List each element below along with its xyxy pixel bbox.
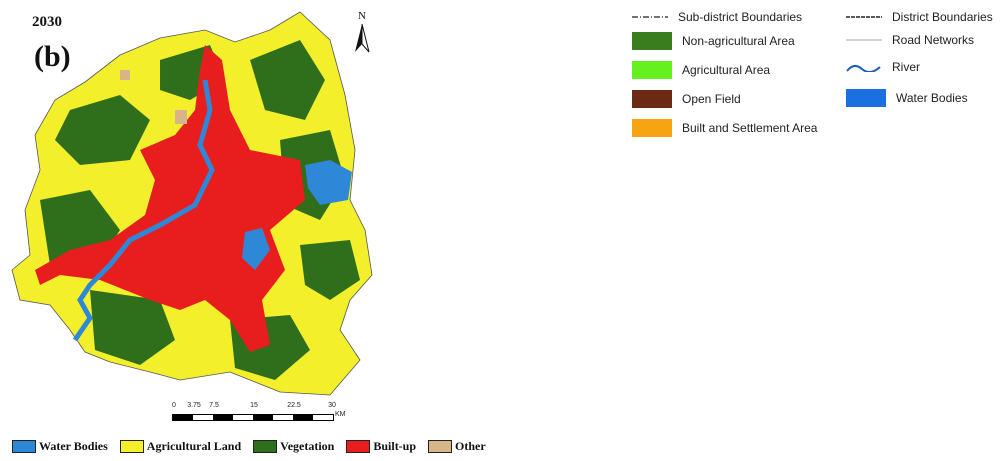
legend-swatch	[346, 440, 371, 453]
north-arrow: N	[350, 10, 374, 56]
legend-swatch	[632, 32, 672, 50]
legend-swatch	[253, 440, 278, 453]
legend-label: Vegetation	[280, 439, 335, 453]
legend-label: Agricultural Area	[682, 63, 771, 77]
legend-item-agricultural-land: Agricultural Land	[119, 439, 242, 454]
legend-label: Water Bodies	[896, 91, 968, 105]
scale-bar: 0 3.75 7.5 15 22.5 30 KM	[160, 402, 350, 424]
wave-line-icon	[846, 65, 881, 72]
land-use-map-panel: 2030 (b) N 0 3.75 7.5 15 22.5 30 KM	[11, 10, 374, 424]
legend-agricultural-area: Agricultural Area	[632, 61, 770, 79]
north-label: N	[358, 10, 366, 22]
legend-water-bodies: Water Bodies	[846, 89, 968, 107]
legend-label: Built-up	[373, 439, 417, 453]
scale-tick: 22.5	[287, 402, 301, 409]
legend-swatch	[632, 61, 672, 79]
legend-label: River	[892, 60, 921, 74]
scale-tick: 3.75	[187, 402, 201, 409]
legend-item-water-bodies: Water Bodies	[12, 439, 108, 454]
legend-road-networks: Road Networks	[846, 33, 974, 47]
legend-label: Non-agricultural Area	[682, 34, 795, 48]
scale-unit: KM	[335, 411, 346, 418]
legend-label: Road Networks	[892, 33, 975, 47]
legend-district-boundaries: District Boundaries	[846, 10, 993, 24]
legend-item-built-up: Built-up	[346, 439, 416, 454]
legend-swatch	[119, 440, 144, 453]
legend-non-agricultural-area: Non-agricultural Area	[632, 32, 795, 50]
legend-item-vegetation: Vegetation	[253, 439, 334, 454]
map-water-bodies	[242, 160, 352, 270]
map-year-label: 2030	[32, 14, 62, 30]
legend-label: Built and Settlement Area	[682, 121, 818, 135]
dashed-line-icon	[846, 16, 882, 18]
north-arrow-icon	[355, 23, 370, 53]
legend-swatch	[428, 440, 453, 453]
legend-sub-district-boundaries: Sub-district Boundaries	[632, 10, 802, 24]
scale-tick: 0	[172, 402, 176, 409]
legend-label: Other	[455, 439, 486, 453]
map-other-areas	[120, 70, 187, 124]
legend-swatch	[846, 89, 886, 107]
legend-built-and-settlement-area: Built and Settlement Area	[632, 119, 817, 137]
reference-legend: Sub-district Boundaries Non-agricultural…	[632, 6, 1002, 146]
legend-swatch	[632, 90, 672, 108]
legend-label: Sub-district Boundaries	[678, 10, 803, 24]
scale-tick: 15	[250, 402, 258, 409]
legend-label: Agricultural Land	[146, 439, 242, 453]
scale-ticks: 0 3.75 7.5 15 22.5 30	[160, 402, 350, 412]
thin-line-icon	[846, 39, 882, 41]
land-cover-legend: Water Bodies Agricultural Land Vegetatio…	[12, 439, 492, 454]
scale-tick: 30	[328, 402, 336, 409]
dash-dot-line-icon	[632, 16, 668, 18]
legend-swatch	[632, 119, 672, 137]
map-river	[72, 79, 215, 342]
panel-label: (b)	[34, 40, 71, 73]
legend-river: River	[846, 60, 920, 74]
legend-open-field: Open Field	[632, 90, 741, 108]
scale-bar-graphic	[172, 414, 334, 421]
legend-label: District Boundaries	[892, 10, 993, 24]
scale-tick: 7.5	[209, 402, 219, 409]
legend-item-other: Other	[428, 439, 486, 454]
map-vegetation-areas	[40, 40, 360, 380]
legend-label: Water Bodies	[39, 439, 108, 453]
legend-swatch	[12, 440, 36, 453]
legend-label: Open Field	[682, 92, 741, 106]
land-use-map	[11, 11, 373, 396]
